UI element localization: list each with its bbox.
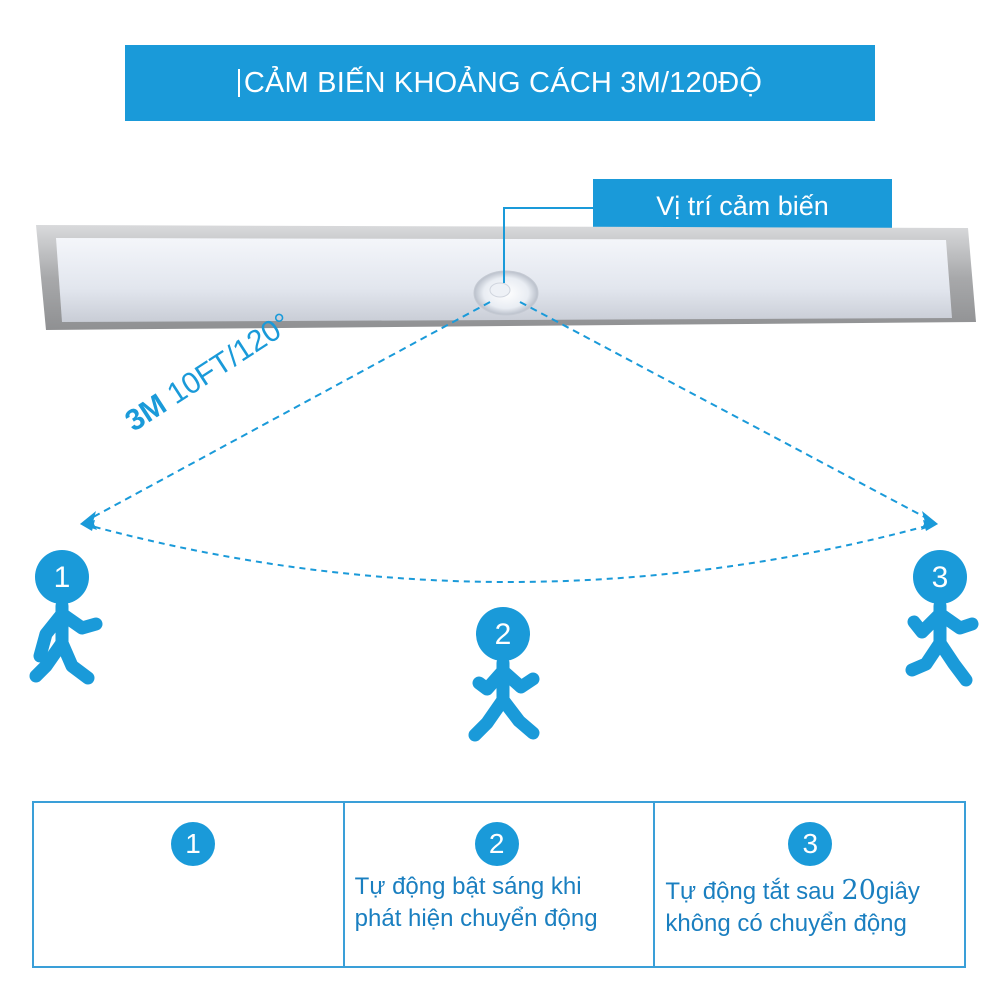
banner-cursor-mark — [237, 69, 240, 97]
info-text-3-suffix: giây — [875, 878, 920, 905]
info-text-2-line2: phát hiện chuyển động — [354, 905, 598, 932]
walking-person-icon-2: 2 — [468, 607, 540, 742]
sensor-leader-line — [503, 207, 593, 283]
info-text-3-prefix: Tự động tắt sau — [665, 878, 842, 905]
info-number-badge-3: 3 — [788, 822, 833, 866]
title-banner: CẢM BIẾN KHOẢNG CÁCH 3M/120ĐỘ — [125, 45, 875, 121]
detection-line-right — [519, 301, 935, 523]
info-text-2: Tự động bật sáng khi phát hiện chuyển độ… — [355, 871, 648, 935]
walking-person-icon-1: 1 — [29, 550, 103, 685]
figure-number-3: 3 — [932, 561, 949, 594]
detection-arc — [83, 523, 935, 583]
info-cell-3: 3 Tự động tắt sau 20giây không có chuyển… — [655, 803, 964, 966]
walking-person-icon-3: 3 — [905, 550, 979, 687]
info-text-3-line1: Tự động tắt sau 20giây — [665, 875, 958, 908]
figure-number-2: 2 — [495, 618, 512, 651]
info-text-3: Tự động tắt sau 20giây không có chuyển đ… — [665, 875, 958, 940]
sensor-position-label: Vị trí cảm biến — [593, 179, 892, 233]
detection-line-left — [83, 301, 491, 523]
info-text-2-line1: Tự động bật sáng khi — [354, 873, 582, 900]
info-table: 1 2 Tự động bật sáng khi phát hiện chuyể… — [32, 801, 966, 968]
info-number-badge-2: 2 — [474, 822, 519, 866]
info-text-3-seconds: 20 — [841, 875, 876, 906]
info-text-3-line2: không có chuyển động — [665, 910, 907, 937]
banner-title: CẢM BIẾN KHOẢNG CÁCH 3M/120ĐỘ — [243, 66, 763, 99]
figure-number-1: 1 — [54, 561, 71, 594]
sensor-position-text: Vị trí cảm biến — [656, 190, 829, 221]
info-cell-1: 1 — [34, 803, 345, 966]
info-number-badge-1: 1 — [171, 822, 215, 866]
info-cell-2: 2 Tự động bật sáng khi phát hiện chuyển … — [345, 803, 656, 966]
